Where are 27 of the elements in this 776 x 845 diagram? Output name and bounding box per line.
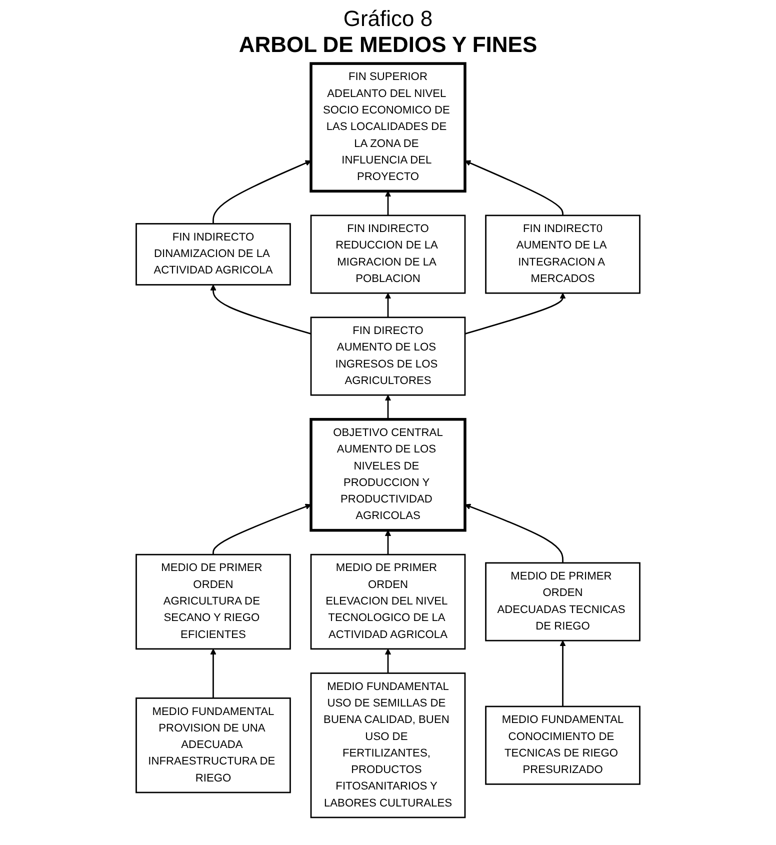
arrow bbox=[212, 504, 312, 555]
node-box: MEDIO FUNDAMENTAL PROVISION DE UNA ADECUADA INFRAESTRUCTURA DE RIEGO bbox=[136, 697, 291, 794]
arrow bbox=[560, 640, 566, 706]
node-box: FIN SUPERIOR ADELANTO DEL NIVEL SOCIO ECONOMICO DE LAS LOCALIDADES DE LA ZONA DE INFLUENCIA DEL PROYECTO bbox=[310, 62, 466, 193]
arrow bbox=[384, 530, 392, 555]
node-box: MEDIO FUNDAMENTAL USO DE SEMILLAS DE BUENA CALIDAD, BUEN USO DE FERTILIZANTES, PRODUCTOS FITOSANITARIOS Y LABORES CULTURALES bbox=[310, 672, 466, 818]
arrow bbox=[384, 394, 392, 420]
arrow bbox=[464, 292, 566, 334]
arrow bbox=[384, 292, 392, 318]
node-box: FIN INDIRECTO DINAMIZACION DE LA ACTIVIDAD AGRICOLA bbox=[136, 223, 291, 286]
arrow bbox=[464, 504, 564, 563]
node-box: MEDIO DE PRIMER ORDEN ELEVACION DEL NIVEL TECNOLOGICO DE LA ACTIVIDAD AGRICOLA bbox=[310, 554, 466, 650]
node-box: FIN INDIRECTO REDUCCION DE LA MIGRACION DE LA POBLACION bbox=[310, 214, 466, 294]
node-box: FIN DIRECTO AUMENTO DE LOS INGRESOS DE LOS AGRICULTORES bbox=[310, 316, 466, 396]
title: ARBOL DE MEDIOS Y FINES bbox=[238, 32, 538, 58]
arrow bbox=[210, 284, 312, 334]
node-box: MEDIO DE PRIMER ORDEN AGRICULTURA DE SECANO Y RIEGO EFICIENTES bbox=[136, 554, 291, 650]
arrow bbox=[464, 160, 564, 216]
node-box: OBJETIVO CENTRAL AUMENTO DE LOS NIVELES DE PRODUCCION Y PRODUCTIVIDAD AGRICOLAS bbox=[310, 418, 466, 532]
figure-number: Gráfico 8 bbox=[343, 6, 433, 32]
node-box: FIN INDIRECT0 AUMENTO DE LA INTEGRACION A MERCADOS bbox=[485, 214, 640, 294]
arrow bbox=[212, 160, 312, 224]
node-box: MEDIO FUNDAMENTAL CONOCIMIENTO DE TECNICAS DE RIEGO PRESURIZADO bbox=[485, 706, 640, 785]
node-box: MEDIO DE PRIMER ORDEN ADECUADAS TECNICAS DE RIEGO bbox=[485, 562, 640, 642]
arrow bbox=[384, 648, 392, 674]
arrow bbox=[210, 648, 216, 698]
arrow bbox=[384, 190, 392, 216]
